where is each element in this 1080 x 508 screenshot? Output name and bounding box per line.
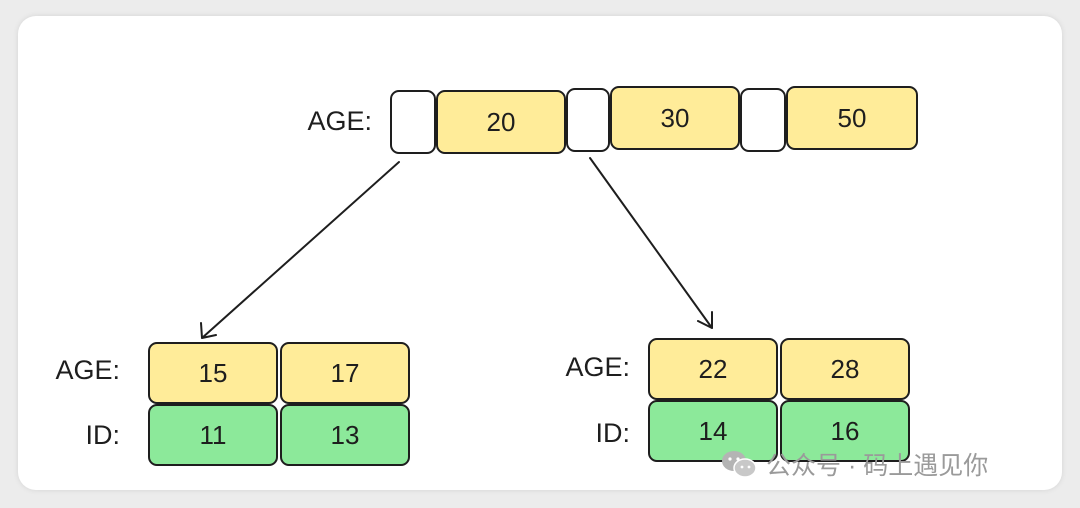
right-leaf-id-label: ID: — [595, 418, 630, 448]
arrow-root-to-left-leaf — [200, 161, 400, 339]
arrow-root-to-right-leaf — [589, 157, 713, 329]
watermark-text: 公众号 · 码上遇见你 — [766, 452, 989, 480]
right-leaf-age-0: 22 — [648, 338, 778, 400]
left-leaf-id-label: ID: — [85, 420, 120, 450]
left-leaf-age-1: 17 — [280, 342, 410, 404]
right-leaf-age-1: 28 — [780, 338, 910, 400]
root-key-0: 20 — [436, 90, 566, 154]
left-leaf-age-0: 15 — [148, 342, 278, 404]
root-pointer-2 — [740, 88, 786, 152]
left-leaf-age-label: AGE: — [55, 355, 120, 385]
root-pointer-0 — [390, 90, 436, 154]
root-age-label: AGE: — [307, 106, 372, 136]
right-leaf-id-0: 14 — [648, 400, 778, 462]
root-pointer-1 — [566, 88, 610, 152]
right-leaf-id-1: 16 — [780, 400, 910, 462]
root-key-2: 50 — [786, 86, 918, 150]
left-leaf-id-0: 11 — [148, 404, 278, 466]
left-leaf-id-1: 13 — [280, 404, 410, 466]
root-key-1: 30 — [610, 86, 740, 150]
watermark: 公众号 · 码上遇见你 — [720, 448, 988, 480]
wechat-icon — [722, 451, 757, 478]
right-leaf-age-label: AGE: — [565, 352, 630, 382]
